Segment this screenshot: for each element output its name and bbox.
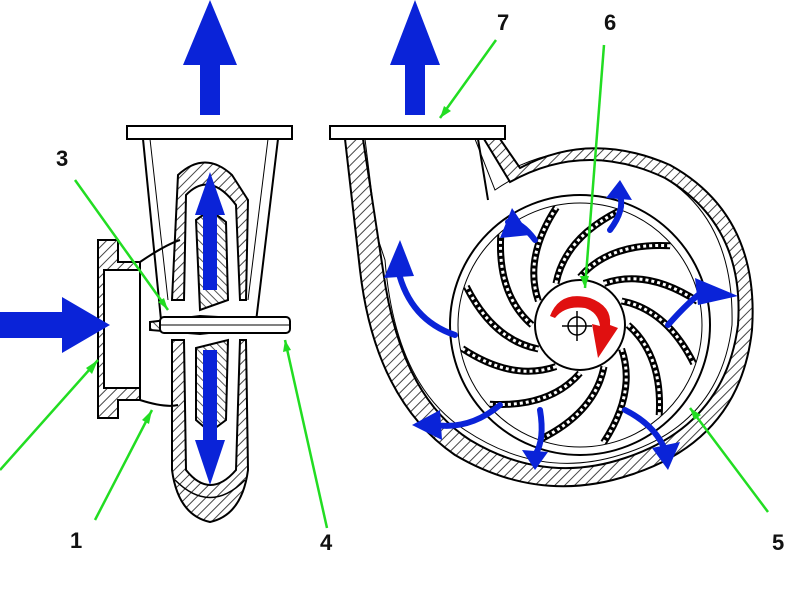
arrowhead-bottom-left bbox=[412, 410, 442, 440]
leader-line-1 bbox=[93, 409, 154, 521]
impeller-blade-hatch bbox=[532, 206, 558, 302]
impeller-blade bbox=[625, 322, 664, 416]
outlet-arrow-front-icon bbox=[390, 0, 440, 115]
label-4: 4 bbox=[320, 530, 333, 555]
volute-wall-lower bbox=[171, 339, 250, 524]
flow-arrows-front bbox=[384, 0, 738, 470]
arrowhead-bottom-right bbox=[652, 442, 680, 470]
impeller-blade bbox=[460, 345, 558, 375]
crosshair-icon bbox=[562, 311, 592, 341]
flow-arrow-bottom-left bbox=[432, 402, 503, 429]
impeller-blade-hatch bbox=[603, 277, 699, 303]
leader-line-3 bbox=[73, 179, 170, 311]
rotation-arrow-icon bbox=[550, 296, 618, 358]
impeller-blade-hatch bbox=[627, 323, 662, 416]
flow-arrow-left-up bbox=[395, 267, 458, 338]
casing-inner-side bbox=[149, 138, 269, 301]
impeller-blade-hatch bbox=[464, 285, 539, 351]
discharge-flange-front bbox=[329, 125, 506, 140]
impeller-eye bbox=[534, 279, 626, 371]
suction-throat bbox=[103, 269, 141, 389]
impeller-blade bbox=[489, 370, 583, 409]
impeller-blade bbox=[496, 234, 535, 328]
leader-line-left bbox=[0, 359, 99, 471]
impeller-blade bbox=[602, 275, 700, 305]
label-1: 1 bbox=[70, 528, 82, 553]
impeller-blade-hatch bbox=[602, 348, 628, 444]
flow-arrow-up-side-icon bbox=[195, 172, 225, 290]
volute-casing-front bbox=[343, 138, 754, 488]
impeller-outer-rim bbox=[449, 194, 711, 456]
arrowhead-right bbox=[695, 278, 738, 305]
volute-wall-upper bbox=[170, 161, 250, 301]
leader-line-4 bbox=[283, 339, 329, 529]
discharge-flange-side bbox=[126, 125, 293, 140]
inlet-arrow-icon bbox=[0, 297, 110, 353]
label-3: 3 bbox=[56, 146, 68, 171]
suction-eye-lines bbox=[139, 239, 181, 407]
arrowhead-top bbox=[606, 180, 632, 200]
flow-arrow-down-side-icon bbox=[195, 350, 225, 485]
impeller-blade-hatch bbox=[540, 366, 606, 441]
label-7: 7 bbox=[497, 10, 509, 35]
impeller-blade-hatch bbox=[554, 209, 620, 284]
label-6: 6 bbox=[604, 10, 616, 35]
outlet-arrow-side-icon bbox=[183, 0, 237, 115]
arrowhead-bottom bbox=[522, 450, 548, 470]
impeller-blade-hatch bbox=[621, 299, 696, 365]
impeller-blade-hatch bbox=[498, 234, 533, 327]
leader-line-5 bbox=[689, 407, 769, 513]
flow-arrow-bottom bbox=[532, 407, 545, 458]
volute-bottom-curve bbox=[174, 479, 246, 499]
impeller-blade bbox=[577, 241, 671, 280]
volute-tongue bbox=[477, 138, 489, 201]
impeller-outer-rim-inner bbox=[457, 202, 703, 448]
label-5: 5 bbox=[772, 530, 784, 555]
arrowhead-left-up bbox=[384, 240, 414, 278]
side-section-view bbox=[97, 125, 293, 524]
flow-arrows-side bbox=[0, 0, 237, 485]
impeller-blade bbox=[530, 205, 560, 303]
front-section-view bbox=[329, 125, 754, 488]
impeller-blade-hatch bbox=[578, 243, 671, 278]
leader-lines bbox=[0, 39, 769, 529]
impeller-blade bbox=[600, 347, 630, 445]
leader-line-7 bbox=[438, 39, 498, 119]
arrowhead-top-left bbox=[500, 208, 530, 238]
leader-line-6 bbox=[583, 44, 606, 289]
impeller-blade-hatch bbox=[461, 347, 557, 373]
